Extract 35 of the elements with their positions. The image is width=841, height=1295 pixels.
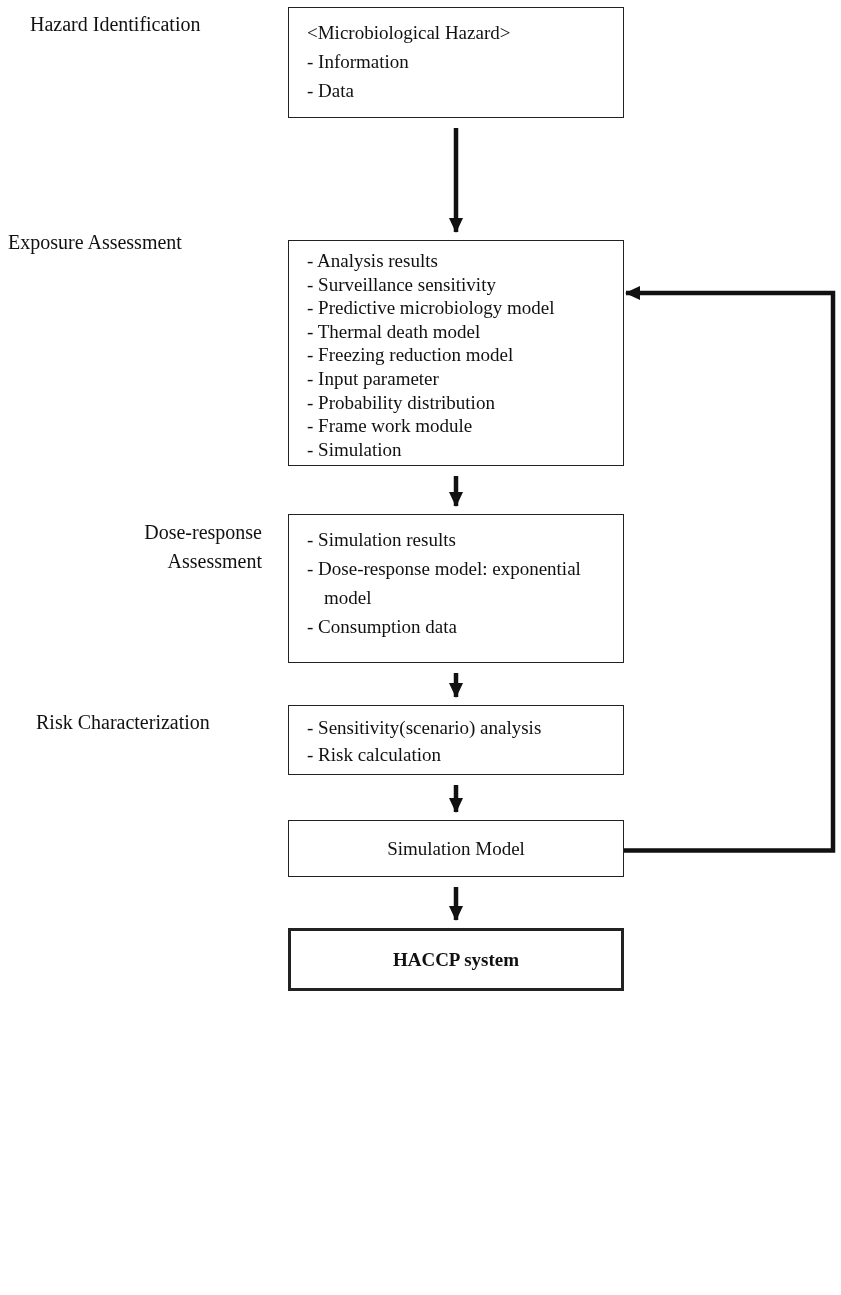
box-text: - Input parameter <box>307 366 440 391</box>
box-text: - Analysis results <box>307 249 439 273</box>
process-box <box>288 7 624 118</box>
box-text: - Probability distribution <box>307 390 496 415</box>
box-text: - Sensitivity(scenario) analysis <box>307 716 543 740</box>
box-text: - Data <box>307 79 355 103</box>
arrow <box>449 476 463 507</box>
process-box <box>288 514 624 663</box>
box-text: - Consumption data <box>307 615 458 639</box>
box-text: - Thermal death model <box>307 319 482 344</box>
box-text: - Frame work module <box>307 414 474 438</box>
box-text: - Freezing reduction model <box>307 343 515 367</box>
box-text: - Dose-response model: exponential model <box>307 557 582 610</box>
stage-label: Exposure Assessment <box>8 230 183 256</box>
box-text: - Predictive microbiology model <box>307 296 556 320</box>
stage-label: Dose-response Assessment <box>143 520 262 574</box>
box-text: - Information <box>307 50 410 74</box>
box-text: - Simulation <box>307 437 403 462</box>
arrow <box>449 128 463 233</box>
box-text: - Simulation results <box>307 528 457 552</box>
process-box <box>288 240 624 466</box>
process-box <box>288 705 624 775</box>
box-text: - Surveillance sensitivity <box>307 272 497 297</box>
box-text: Simulation Model <box>386 837 526 861</box>
box-text: <Microbiological Hazard> <box>307 21 512 45</box>
box-text: HACCP system <box>391 948 521 972</box>
arrow <box>449 887 463 921</box>
process-box <box>288 820 624 877</box>
stage-label: Hazard Identification <box>30 12 202 37</box>
arrow <box>624 286 836 853</box>
process-box <box>288 928 624 991</box>
box-text: - Risk calculation <box>307 743 443 767</box>
stage-label: Risk Characterization <box>36 710 211 735</box>
arrow <box>449 785 463 813</box>
arrow <box>449 673 463 698</box>
